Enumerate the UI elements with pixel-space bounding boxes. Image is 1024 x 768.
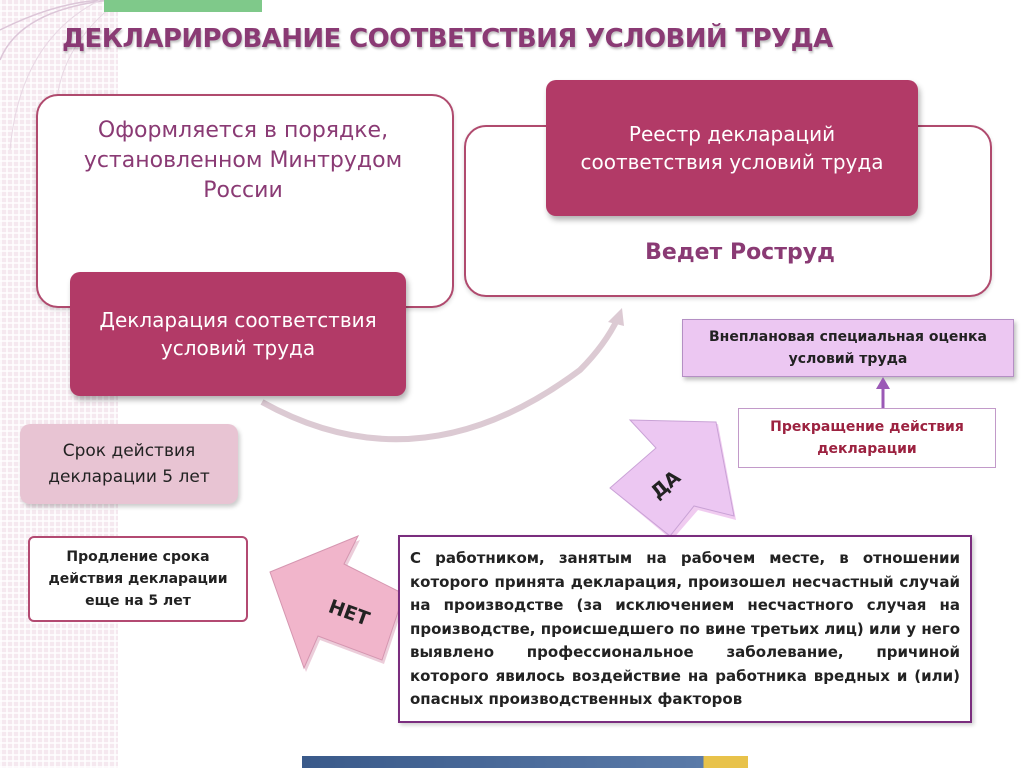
condition-box: С работником, занятым на рабочем месте, …	[398, 535, 972, 723]
validity-text: Срок действия декларации 5 лет	[48, 441, 210, 487]
declaration-text: Декларация соответствия условий труда	[99, 308, 377, 360]
termination-text: Прекращение действия декларации	[770, 419, 964, 457]
registry-text: Реестр деклараций соответствия условий т…	[580, 122, 884, 174]
termination-box: Прекращение действия декларации	[738, 408, 996, 468]
bottom-accent-bar	[302, 756, 748, 768]
page-title: ДЕКЛАРИРОВАНИЕ СООТВЕТСТВИЯ УСЛОВИЙ ТРУД…	[62, 24, 833, 54]
extension-box: Продление срока действия декларации еще …	[28, 536, 248, 622]
unscheduled-assessment-text: Внеплановая специальная оценка условий т…	[709, 329, 987, 367]
unscheduled-assessment-box: Внеплановая специальная оценка условий т…	[682, 319, 1014, 377]
declaration-box: Декларация соответствия условий труда	[70, 272, 406, 396]
top-accent-bar	[104, 0, 262, 12]
registry-keeper-text: Ведет Роструд	[645, 240, 835, 265]
validity-box: Срок действия декларации 5 лет	[20, 424, 238, 504]
procedure-text: Оформляется в порядке, установленном Мин…	[83, 118, 403, 203]
extension-text: Продление срока действия декларации еще …	[48, 549, 228, 609]
registry-box: Реестр деклараций соответствия условий т…	[546, 80, 918, 216]
